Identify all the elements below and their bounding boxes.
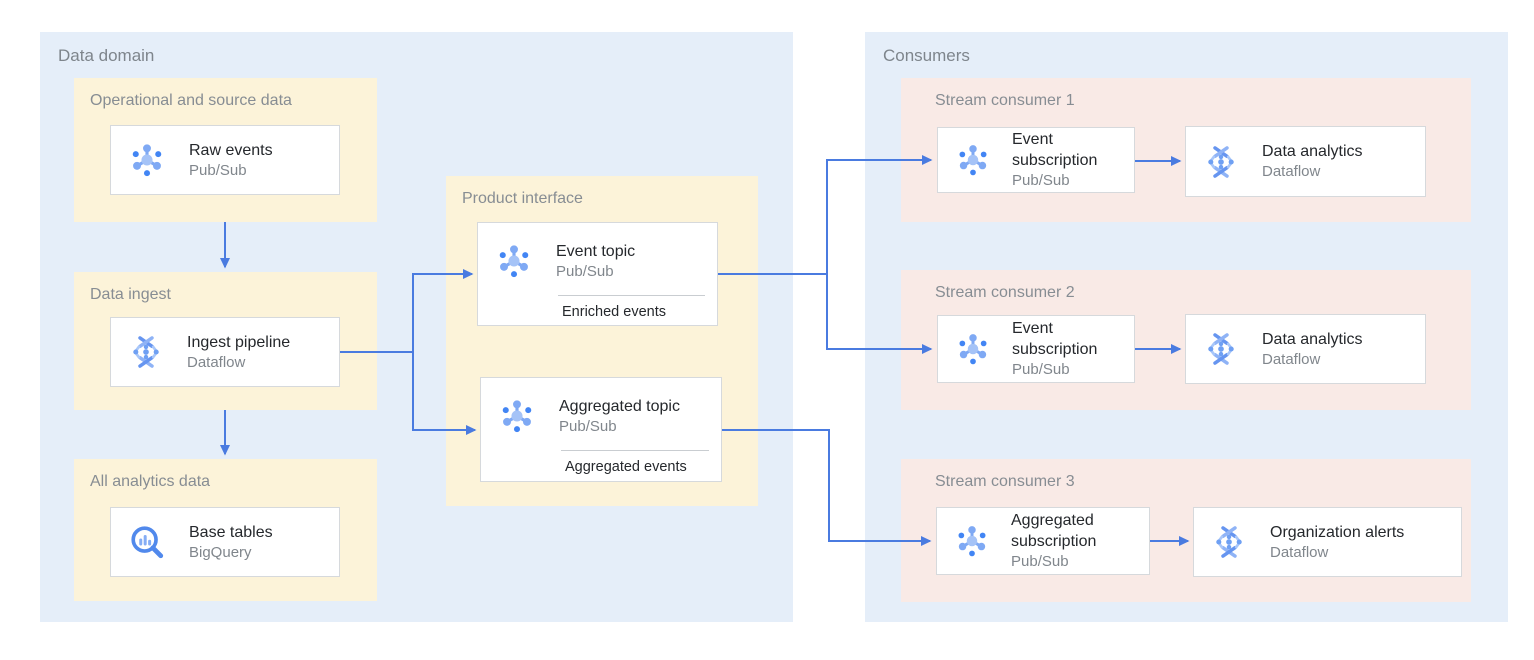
card-event-subscription-2: Event subscription Pub/Sub xyxy=(937,315,1135,383)
divider xyxy=(558,295,705,296)
pubsub-icon xyxy=(955,142,991,178)
card-subtitle: BigQuery xyxy=(189,543,252,561)
card-title: Event subscription xyxy=(1012,320,1098,358)
card-event-subscription-1: Event subscription Pub/Sub xyxy=(937,127,1135,193)
pubsub-icon xyxy=(498,397,536,435)
card-title: Aggregated subscription xyxy=(1011,512,1097,550)
panel-consumers-title: Consumers xyxy=(883,46,970,65)
pubsub-icon xyxy=(128,141,166,179)
card-subtitle: Pub/Sub xyxy=(1011,553,1069,570)
topic-tag: Aggregated events xyxy=(565,459,687,475)
section-label: Stream consumer 2 xyxy=(935,284,1075,301)
card-ingest-pipeline: Ingest pipeline Dataflow xyxy=(110,317,340,387)
dataflow-icon xyxy=(128,334,164,370)
dataflow-icon xyxy=(1203,144,1239,180)
bigquery-icon xyxy=(128,523,166,561)
card-base-tables: Base tables BigQuery xyxy=(110,507,340,577)
card-organization-alerts: Organization alerts Dataflow xyxy=(1193,507,1462,577)
card-title: Aggregated topic xyxy=(559,397,680,415)
topic-tag: Enriched events xyxy=(562,304,666,320)
card-data-analytics-2: Data analytics Dataflow xyxy=(1185,314,1426,384)
card-subtitle: Dataflow xyxy=(1270,543,1329,561)
card-subtitle: Pub/Sub xyxy=(1012,361,1070,378)
section-label: Product interface xyxy=(462,190,583,207)
section-label: Data ingest xyxy=(90,286,171,303)
pubsub-icon xyxy=(954,523,990,559)
section-label: All analytics data xyxy=(90,473,211,490)
card-title: Event subscription xyxy=(1012,131,1098,169)
card-aggregated-topic: Aggregated topic Pub/Sub Aggregated even… xyxy=(480,377,722,482)
card-raw-events: Raw events Pub/Sub xyxy=(110,125,340,195)
card-title: Organization alerts xyxy=(1270,523,1405,541)
card-title: Data analytics xyxy=(1262,143,1363,160)
card-subtitle: Pub/Sub xyxy=(559,417,617,435)
card-subtitle: Pub/Sub xyxy=(556,262,614,280)
section-label: Operational and source data xyxy=(90,92,292,109)
card-subtitle: Dataflow xyxy=(1262,163,1321,180)
card-subtitle: Dataflow xyxy=(1262,350,1321,368)
card-subtitle: Pub/Sub xyxy=(1012,172,1070,189)
card-aggregated-subscription: Aggregated subscription Pub/Sub xyxy=(936,507,1150,575)
card-title: Raw events xyxy=(189,141,273,159)
card-event-topic: Event topic Pub/Sub Enriched events xyxy=(477,222,718,326)
divider xyxy=(561,450,709,451)
pubsub-icon xyxy=(495,242,533,280)
card-title: Ingest pipeline xyxy=(187,333,291,351)
card-title: Base tables xyxy=(189,523,273,541)
card-title: Data analytics xyxy=(1262,330,1363,348)
card-title: Event topic xyxy=(556,242,636,260)
card-data-analytics-1: Data analytics Dataflow xyxy=(1185,126,1426,197)
panel-data-domain-title: Data domain xyxy=(58,46,155,65)
section-label: Stream consumer 3 xyxy=(935,473,1075,490)
card-subtitle: Dataflow xyxy=(187,353,246,371)
card-subtitle: Pub/Sub xyxy=(189,161,247,179)
pubsub-icon xyxy=(955,331,991,367)
dataflow-icon xyxy=(1203,331,1239,367)
section-label: Stream consumer 1 xyxy=(935,92,1075,109)
dataflow-icon xyxy=(1211,524,1247,560)
